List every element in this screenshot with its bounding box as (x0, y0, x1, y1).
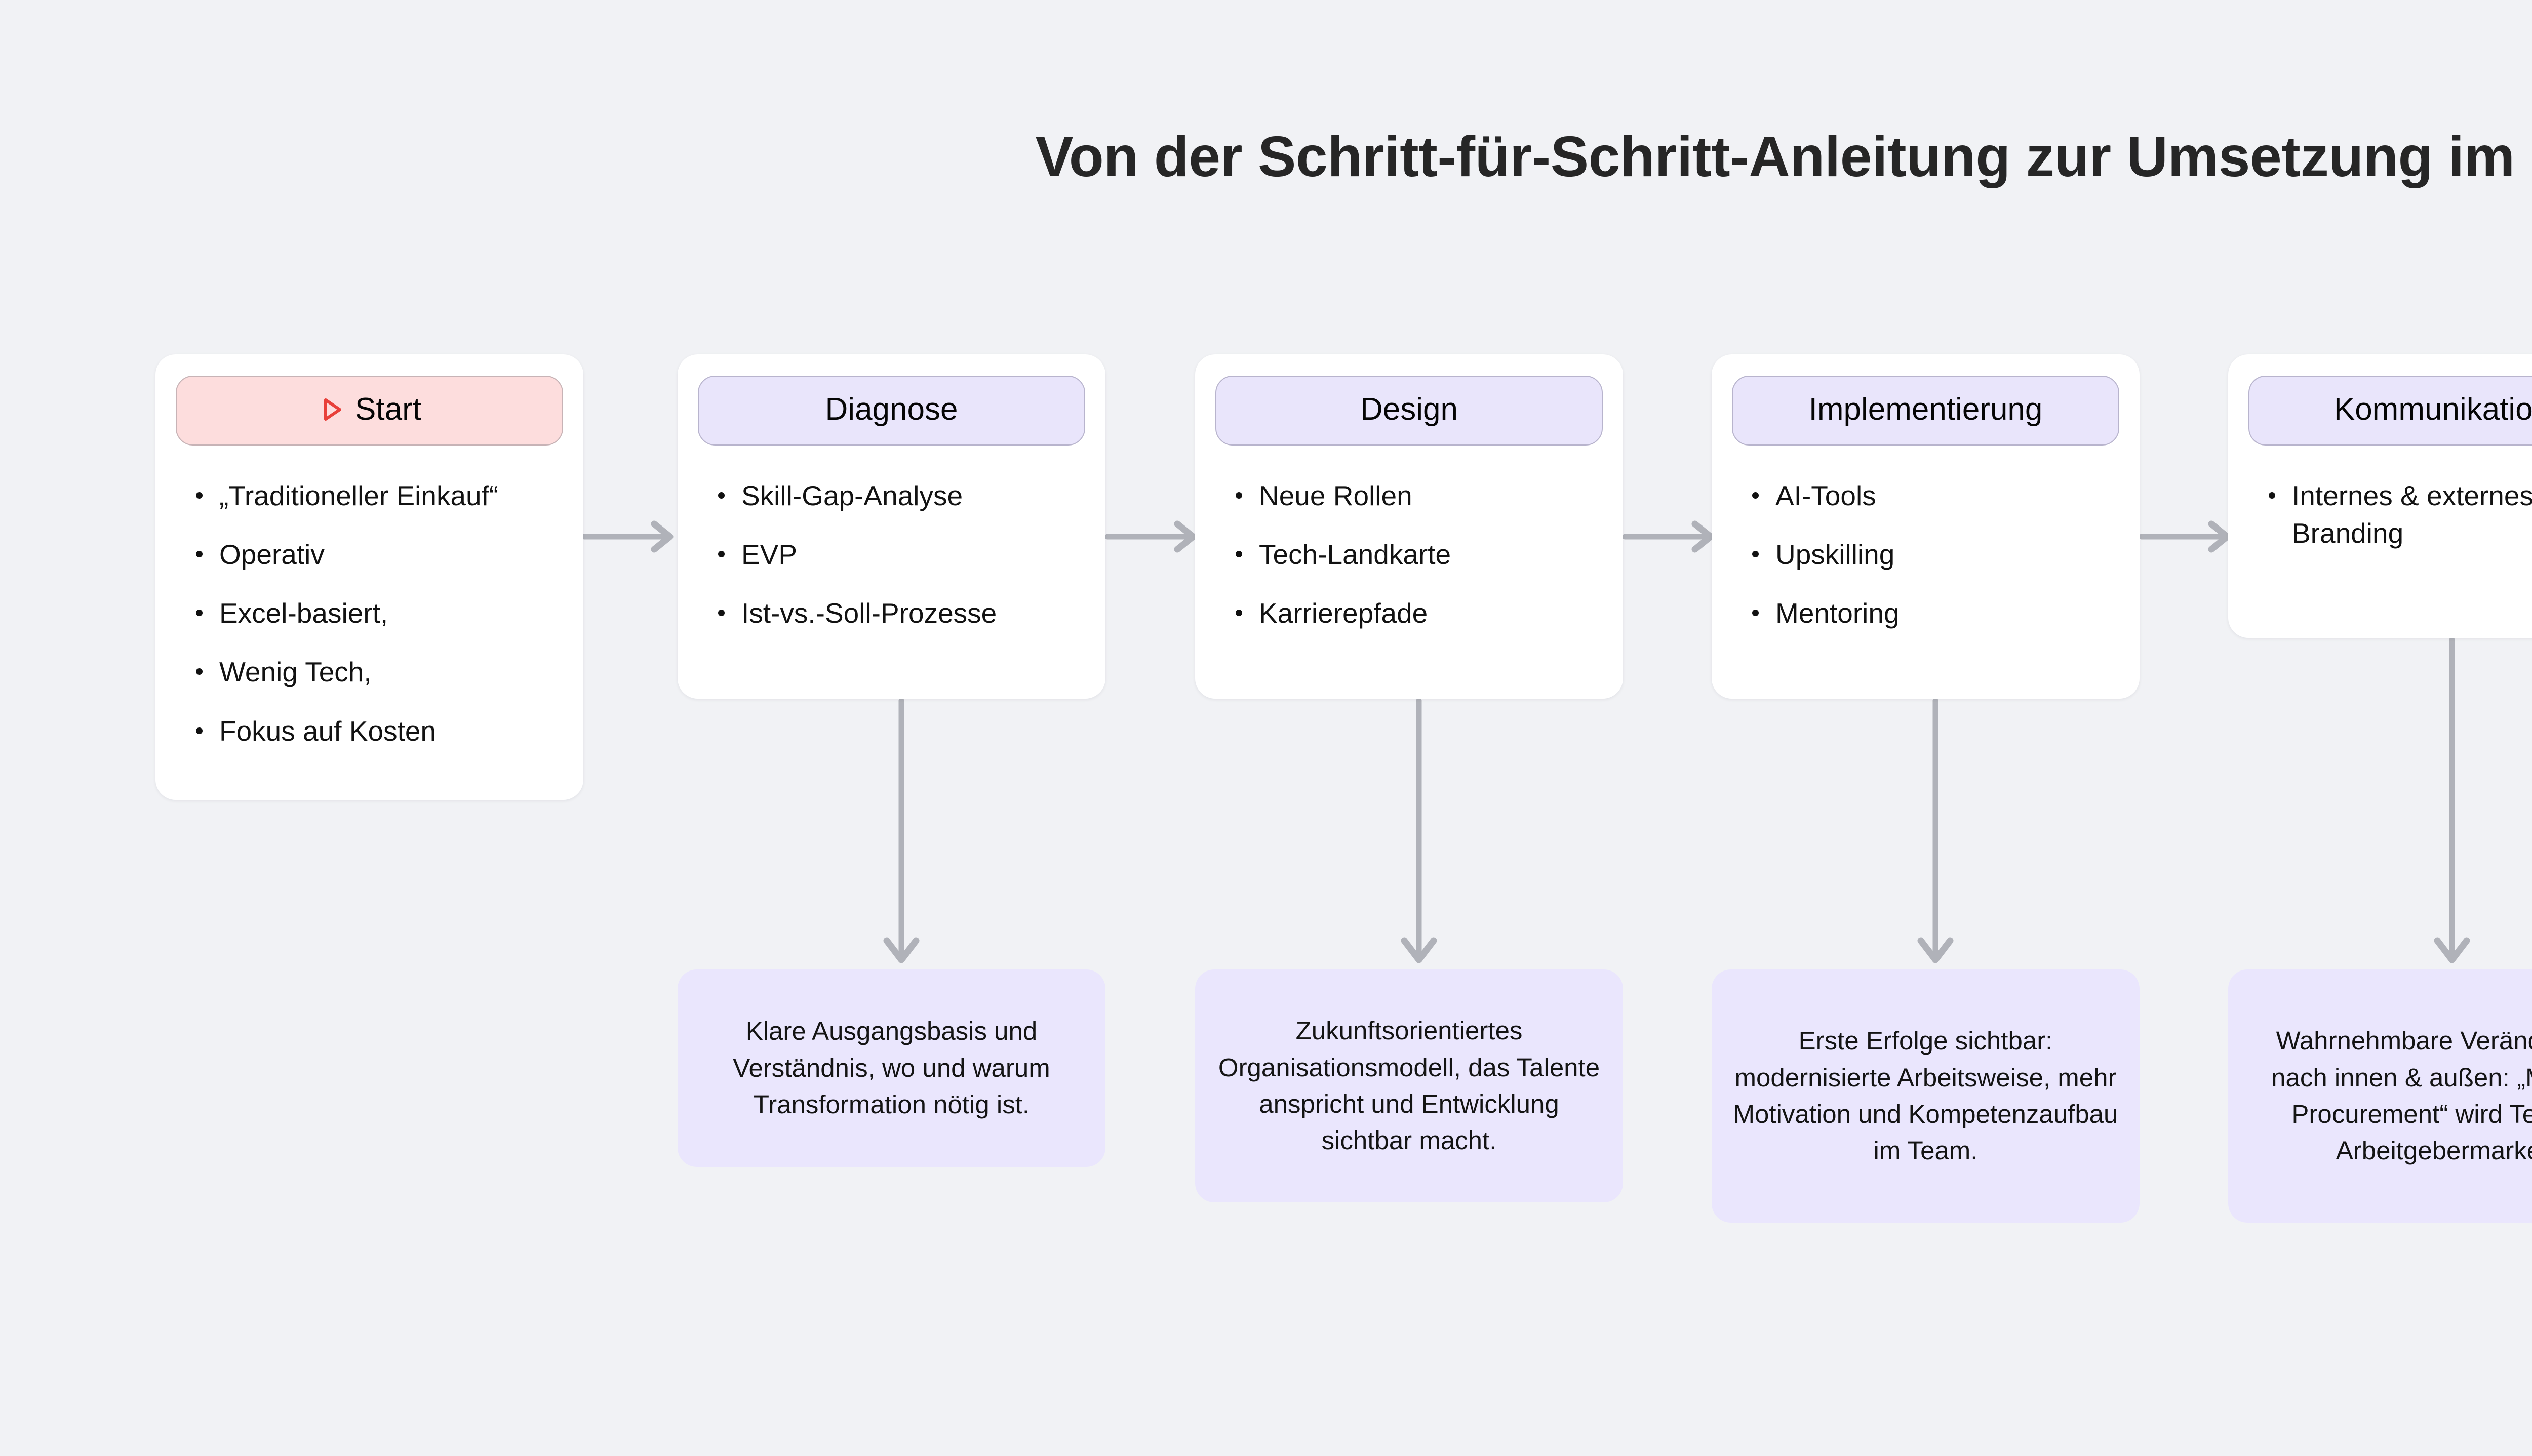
flow-arrow-implementierung-to-kommunikation (2140, 520, 2231, 553)
flow-arrow-diagnose-to-design (1105, 520, 1197, 553)
stage-header-design[interactable]: Design (1215, 376, 1603, 446)
outcome-arrow-diagnose (883, 699, 920, 963)
stage-label-kommunikation: Kommunikation (2333, 392, 2532, 427)
stage-bullets-kommunikation: Internes & externes Branding (2248, 477, 2532, 552)
play-triangle-icon (324, 398, 342, 421)
list-item: Upskilling (1749, 536, 2119, 573)
outcome-box-diagnose: Klare Ausgangsbasis und Verständnis, wo … (678, 969, 1105, 1167)
outcome-arrow-kommunikation (2434, 638, 2470, 963)
page-title: Von der Schritt-für-Schritt-Anleitung zu… (1035, 125, 2532, 188)
stage-header-diagnose[interactable]: Diagnose (698, 376, 1085, 446)
stage-header-kommunikation[interactable]: Kommunikation (2248, 376, 2532, 446)
outcome-text: Wahrnehmbare Veränderung nach innen & au… (2271, 1026, 2532, 1165)
stage-label-design: Design (1360, 392, 1458, 427)
flow-arrow-start-to-diagnose (582, 520, 674, 553)
outcome-text: Klare Ausgangsbasis und Verständnis, wo … (733, 1017, 1050, 1119)
stage-bullets-diagnose: Skill-Gap-Analyse EVP Ist-vs.-Soll-Proze… (698, 477, 1085, 632)
list-item: Tech-Landkarte (1233, 536, 1603, 573)
outcome-arrow-implementierung (1917, 699, 1954, 963)
stage-bullets-implementierung: AI-Tools Upskilling Mentoring (1732, 477, 2119, 632)
outcome-box-kommunikation: Wahrnehmbare Veränderung nach innen & au… (2228, 969, 2532, 1223)
list-item: Karrierepfade (1233, 594, 1603, 632)
stage-card-diagnose[interactable]: Diagnose Skill-Gap-Analyse EVP Ist-vs.-S… (678, 354, 1105, 699)
list-item: EVP (715, 536, 1085, 573)
list-item: Skill-Gap-Analyse (715, 477, 1085, 514)
list-item: Wenig Tech, (193, 653, 563, 691)
outcome-arrow-design (1401, 699, 1437, 963)
list-item: Fokus auf Kosten (193, 712, 563, 750)
stage-card-implementierung[interactable]: Implementierung AI-Tools Upskilling Ment… (1712, 354, 2140, 699)
stage-header-start[interactable]: Start (176, 376, 563, 446)
stage-label-diagnose: Diagnose (825, 392, 958, 427)
stage-bullets-design: Neue Rollen Tech-Landkarte Karrierepfade (1215, 477, 1603, 632)
outcome-box-design: Zukunftsorientiertes Organisationsmodell… (1195, 969, 1623, 1202)
stage-bullets-start: „Traditioneller Einkauf“ Operativ Excel-… (176, 477, 563, 750)
stage-card-design[interactable]: Design Neue Rollen Tech-Landkarte Karrie… (1195, 354, 1623, 699)
flow-arrow-design-to-implementierung (1623, 520, 1714, 553)
stage-card-kommunikation[interactable]: Kommunikation Internes & externes Brandi… (2228, 354, 2532, 638)
outcome-text: Erste Erfolge sichtbar: modernisierte Ar… (1733, 1026, 2118, 1165)
stage-label-start: Start (355, 392, 421, 427)
list-item: AI-Tools (1749, 477, 2119, 514)
outcome-box-implementierung: Erste Erfolge sichtbar: modernisierte Ar… (1712, 969, 2140, 1223)
list-item: „Traditioneller Einkauf“ (193, 477, 563, 514)
stage-card-start[interactable]: Start „Traditioneller Einkauf“ Operativ … (155, 354, 583, 800)
list-item: Internes & externes Branding (2266, 477, 2532, 552)
list-item: Neue Rollen (1233, 477, 1603, 514)
list-item: Operativ (193, 536, 563, 573)
list-item: Excel-basiert, (193, 594, 563, 632)
stage-header-implementierung[interactable]: Implementierung (1732, 376, 2119, 446)
stage-label-implementierung: Implementierung (1808, 392, 2043, 427)
list-item: Mentoring (1749, 594, 2119, 632)
list-item: Ist-vs.-Soll-Prozesse (715, 594, 1085, 632)
outcome-text: Zukunftsorientiertes Organisationsmodell… (1218, 1016, 1600, 1155)
